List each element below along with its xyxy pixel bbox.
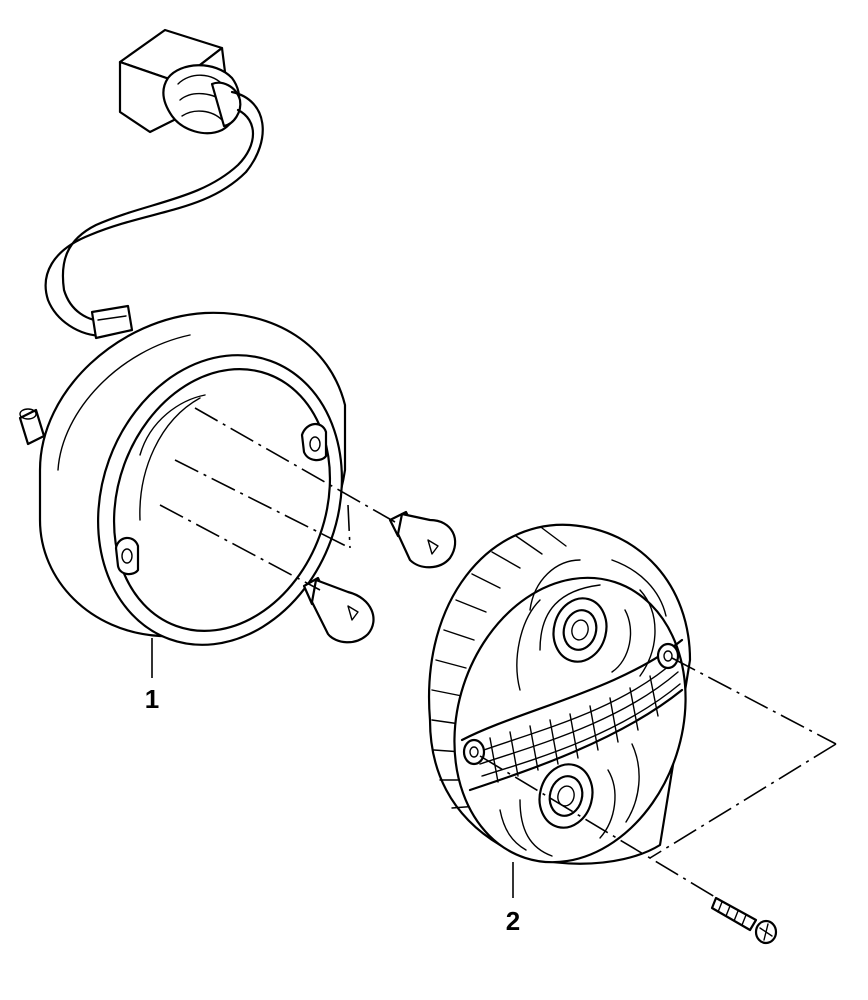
knurled-edge (431, 527, 567, 809)
assembly-centerlines-1 (159, 407, 396, 591)
bulb-lower (302, 576, 375, 644)
bulb-upper (388, 510, 457, 569)
connector-plug (118, 28, 242, 135)
cable (44, 90, 264, 340)
screw (710, 896, 778, 945)
callout-1: 1 (145, 638, 159, 714)
callout-2: 2 (506, 862, 520, 936)
lamp-lens (427, 523, 692, 865)
callout-1-label: 1 (145, 684, 159, 714)
lamp-housing (18, 311, 347, 646)
callout-2-label: 2 (506, 906, 520, 936)
reflector-grid (477, 659, 681, 783)
assembly-centerlines-2 (479, 657, 837, 901)
